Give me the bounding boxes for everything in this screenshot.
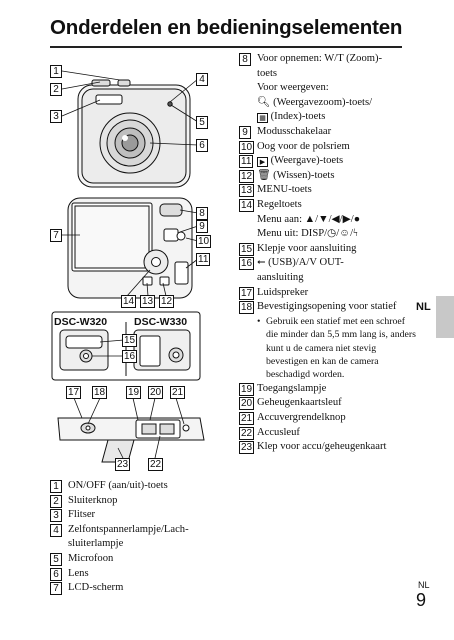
parts-list-left: 1 ON/OFF (aan/uit)-toets 2 Sluiterknop 3… xyxy=(50,479,230,596)
camera-bottom-view xyxy=(57,417,205,463)
callout-4: 4 xyxy=(196,73,208,86)
callout-leaders xyxy=(61,70,199,459)
callout-9: 9 xyxy=(196,220,208,233)
list-item-11: 11 ▶ (Weergave)-toets xyxy=(239,155,344,169)
title-rule xyxy=(50,46,402,48)
list-item-23: 23 Klep voor accu/geheugenkaart xyxy=(239,441,387,455)
smile-icon: ☺ xyxy=(339,228,351,240)
index-grid-icon: ▦ xyxy=(257,113,268,124)
language-tab: NL xyxy=(416,301,431,313)
callout-10: 10 xyxy=(196,235,212,248)
magnifier-icon: 🔍︎ xyxy=(257,96,271,108)
list-item-6: 6 Lens xyxy=(50,567,230,582)
list-item-12: 12 🗑︎ (Wissen)-toets xyxy=(239,169,335,183)
list-item-13: 13 MENU-toets xyxy=(239,184,312,198)
callout-8: 8 xyxy=(196,207,208,220)
list-item-21: 21 Accuvergrendelknop xyxy=(239,411,346,425)
list-item-3: 3 Flitser xyxy=(50,508,230,523)
list-item-20: 20 Geheugenkaartsleuf xyxy=(239,397,342,411)
list-item-7: 7 LCD-scherm xyxy=(50,581,230,596)
callout-3: 3 xyxy=(50,110,62,123)
list-item-1: 1 ON/OFF (aan/uit)-toets xyxy=(50,479,230,494)
callout-17: 17 xyxy=(66,386,82,399)
list-item-2: 2 Sluiterknop xyxy=(50,494,230,509)
list-item-19: 19 Toegangslampje xyxy=(239,382,327,396)
variant-label-w330: DSC-W330 xyxy=(134,316,188,328)
callout-2: 2 xyxy=(50,83,62,96)
list-item-22: 22 Accusleuf xyxy=(239,426,300,440)
camera-back-view xyxy=(67,197,193,299)
callout-6: 6 xyxy=(196,139,208,152)
page-number: 9 xyxy=(416,590,427,610)
list-item-8: 8 Voor opnemen: W/T (Zoom)- toets Voor w… xyxy=(239,52,417,125)
callout-19: 19 xyxy=(126,386,142,399)
camera-front-view xyxy=(77,79,191,188)
callout-18: 18 xyxy=(92,386,108,399)
callout-12: 12 xyxy=(159,295,175,308)
callout-5: 5 xyxy=(196,116,208,129)
callout-22: 22 xyxy=(148,458,164,471)
list-item-5: 5 Microfoon xyxy=(50,552,230,567)
callout-7: 7 xyxy=(50,229,62,242)
list-item-18: 18 Bevestigingsopening voor statief Gebr… xyxy=(239,300,417,382)
usb-icon: ⭠ xyxy=(257,257,266,269)
list-item-16: 16 ⭠ (USB)/A/V OUT- aansluiting xyxy=(239,257,344,283)
callout-15: 15 xyxy=(122,334,138,347)
playback-icon: ▶ xyxy=(257,157,268,168)
variant-label-w320: DSC-W320 xyxy=(54,316,108,328)
page-title: Onderdelen en bedieningselementen xyxy=(50,16,403,39)
self-timer-icon: ◷ xyxy=(327,228,337,240)
callout-16: 16 xyxy=(122,350,138,363)
list-item-14: 14 Regeltoets Menu aan: ▲/▼/◀/▶/● Menu u… xyxy=(239,198,361,240)
list-item-9: 9 Modusschakelaar xyxy=(239,125,417,140)
list-item-15: 15 Klepje voor aansluiting xyxy=(239,242,357,256)
callout-20: 20 xyxy=(148,386,164,399)
callout-21: 21 xyxy=(170,386,186,399)
list-item-10: 10 Oog voor de polsriem xyxy=(239,140,350,154)
section-marker xyxy=(436,296,454,338)
parts-list-right: 8 Voor opnemen: W/T (Zoom)- toets Voor w… xyxy=(239,52,417,455)
flash-icon: ϟ xyxy=(353,228,358,240)
callout-11: 11 xyxy=(196,253,211,266)
callout-23: 23 xyxy=(115,458,131,471)
callout-1: 1 xyxy=(50,65,62,78)
list-item-17: 17 Luidspreker xyxy=(239,286,309,300)
tripod-note: Gebruik een statief met een schroef die … xyxy=(257,315,417,382)
callout-14: 14 xyxy=(121,295,137,308)
callout-13: 13 xyxy=(140,295,156,308)
list-item-4: 4 Zelfontspannerlampje/Lach- sluiterlamp… xyxy=(50,523,230,552)
trash-icon: 🗑︎ xyxy=(257,169,271,181)
footer-language: NL xyxy=(418,580,430,590)
